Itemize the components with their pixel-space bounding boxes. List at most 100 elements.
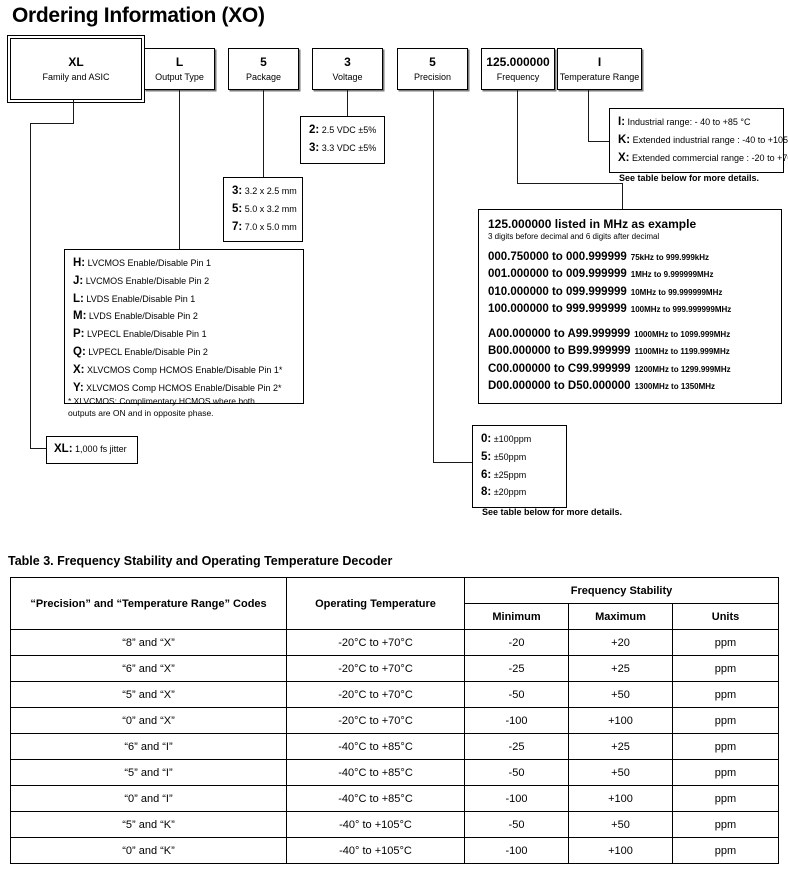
- code: P:: [73, 328, 85, 341]
- segment-label: Precision: [413, 71, 451, 82]
- output-type-item: Y: XLVCMOS Comp HCMOS Enable/Disable Pin…: [73, 380, 295, 398]
- code: Q:: [73, 346, 86, 359]
- cell-minimum: -20: [464, 629, 569, 656]
- code: 2:: [309, 124, 320, 136]
- part-number-segment-family-and-asic: XL Family and ASIC: [7, 35, 145, 103]
- segment-code: 5: [429, 54, 436, 69]
- header-operating-temperature: Operating Temperature: [286, 577, 465, 630]
- code: H:: [73, 257, 86, 269]
- cell-units: ppm: [671, 811, 780, 838]
- cell-operating-temperature: -40°C to +85°C: [286, 733, 465, 760]
- header-codes: “Precision” and “Temperature Range” Code…: [10, 577, 287, 630]
- cell-maximum: +25: [568, 655, 673, 682]
- cell-codes: “0” and “K”: [10, 837, 287, 864]
- code: 7:: [232, 220, 243, 233]
- header-units: Units: [671, 603, 780, 630]
- description: 7.0 x 5.0 mm: [242, 221, 297, 232]
- segment-code: XL: [68, 54, 84, 69]
- footnote-line-2: outputs are ON and in opposite phase.: [68, 407, 214, 418]
- output-type-item: M: LVDS Enable/Disable Pin 2: [73, 308, 295, 326]
- cell-units: ppm: [671, 707, 780, 734]
- package-item: 7: 7.0 x 5.0 mm: [232, 219, 297, 237]
- output-type-item: P: LVPECL Enable/Disable Pin 1: [73, 326, 295, 344]
- segment-label: Voltage: [332, 71, 363, 82]
- description: LVPECL Enable/Disable Pin 1: [84, 329, 207, 340]
- description: LVCMOS Enable/Disable Pin 2: [83, 275, 210, 286]
- description: LVDS Enable/Disable Pin 1: [83, 293, 196, 304]
- code: 8:: [481, 486, 492, 499]
- description: ±25ppm: [491, 469, 527, 480]
- output-type-item: H: LVCMOS Enable/Disable Pin 1: [73, 255, 295, 273]
- frequency-equivalent: 75kHz to 999.999kHz: [630, 253, 710, 262]
- frequency-stability-table: “Precision” and “Temperature Range” Code…: [10, 577, 780, 864]
- header-maximum: Maximum: [568, 603, 673, 630]
- description: 3.3 VDC ±5%: [319, 142, 377, 153]
- cell-units: ppm: [671, 785, 780, 812]
- code: L:: [73, 292, 84, 305]
- footnote-line-1: * XLVCMOS: Complimentary HCMOS where bot…: [68, 396, 255, 406]
- cell-minimum: -100: [464, 785, 569, 812]
- frequency-code-range: 100.000000 to 999.999999: [488, 302, 627, 315]
- cell-maximum: +100: [568, 785, 673, 812]
- output-type-item: L: LVDS Enable/Disable Pin 1: [73, 291, 295, 309]
- code: K:: [618, 133, 631, 146]
- cell-units: ppm: [671, 629, 780, 656]
- temperature-range-item: I: Industrial range: - 40 to +85 °C: [618, 114, 775, 132]
- frequency-callout: 125.000000 listed in MHz as example 3 di…: [478, 209, 782, 404]
- cell-units: ppm: [671, 733, 780, 760]
- frequency-subheading: 3 digits before decimal and 6 digits aft…: [488, 232, 660, 241]
- segment-label: Output Type: [155, 71, 204, 82]
- frequency-code-range: C00.000000 to C99.999999: [488, 362, 631, 375]
- cell-operating-temperature: -20°C to +70°C: [286, 681, 465, 708]
- cell-codes: “5” and “K”: [10, 811, 287, 838]
- header-minimum: Minimum: [464, 603, 569, 630]
- frequency-equivalent: 1MHz to 9.999999MHz: [630, 270, 714, 280]
- code: 3:: [232, 185, 243, 197]
- segment-code: 5: [260, 54, 267, 69]
- frequency-code-range: 010.000000 to 099.999999: [488, 285, 627, 298]
- voltage-callout: 2: 2.5 VDC ±5%3: 3.3 VDC ±5%: [300, 116, 385, 164]
- frequency-equivalent: 10MHz to 99.999999MHz: [630, 287, 723, 297]
- frequency-code-range: 000.750000 to 000.999999: [488, 251, 627, 263]
- segment-label: Family and ASIC: [42, 71, 110, 82]
- cell-minimum: -25: [464, 733, 569, 760]
- precision-note: See table below for more details.: [482, 507, 623, 517]
- precision-item: 6: ±25ppm: [481, 467, 558, 485]
- output-type-item: Q: LVPECL Enable/Disable Pin 2: [73, 344, 295, 362]
- output-type-item: J: LVCMOS Enable/Disable Pin 2: [73, 273, 295, 291]
- description: ±20ppm: [491, 487, 527, 498]
- description: 5.0 x 3.2 mm: [242, 203, 297, 214]
- frequency-code-range: 001.000000 to 009.999999: [488, 268, 627, 281]
- temperature-range-item: K: Extended industrial range : -40 to +1…: [618, 132, 788, 150]
- cell-operating-temperature: -20°C to +70°C: [286, 655, 465, 682]
- cell-units: ppm: [671, 681, 780, 708]
- segment-label: Temperature Range: [559, 71, 640, 82]
- cell-minimum: -100: [464, 837, 569, 864]
- precision-item: 8: ±20ppm: [481, 484, 558, 502]
- code: X:: [73, 363, 85, 376]
- code: Y:: [73, 381, 84, 394]
- temperature-range-note: See table below for more details.: [619, 173, 760, 183]
- frequency-equivalent: 100MHz to 999.999999MHz: [630, 304, 732, 314]
- cell-minimum: -100: [464, 707, 569, 734]
- temperature-range-item: X: Extended commercial range : -20 to +7…: [618, 150, 788, 168]
- description: ±100ppm: [491, 434, 532, 444]
- cell-units: ppm: [671, 759, 780, 786]
- segment-code: I: [597, 54, 602, 69]
- header-frequency-stability: Frequency Stability: [463, 577, 780, 604]
- cell-minimum: -25: [464, 655, 569, 682]
- cell-codes: “5” and “I”: [10, 759, 287, 786]
